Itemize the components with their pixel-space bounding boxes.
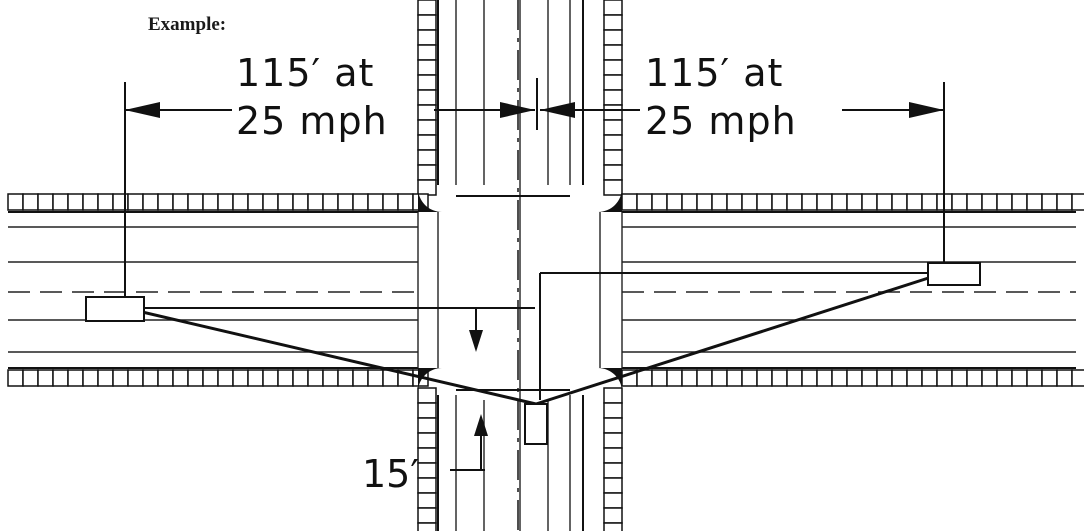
sidewalk-tiles-horizontal [621, 193, 1084, 211]
example-heading: Example: [148, 14, 226, 35]
intersection-box [417, 195, 623, 391]
dimension-lines [124, 78, 945, 471]
sidewalk-tiles-horizontal [7, 369, 429, 387]
horizontal-road-lines [8, 211, 1076, 369]
left-distance-line1: 115′ at [236, 51, 374, 95]
sidewalk-tiles-vertical [417, 0, 437, 196]
sidewalk-tiles-vertical [603, 0, 623, 196]
left-distance-label: 115′ at 25 mph [236, 51, 388, 143]
left-distance-line2: 25 mph [236, 99, 388, 143]
curb-ramps [418, 188, 622, 392]
sidewalk-tiles-vertical [417, 387, 437, 531]
right-distance-label: 115′ at 25 mph [645, 51, 797, 143]
center-detector-box [524, 403, 548, 445]
vertical-road-lines [437, 0, 584, 531]
sidewalk-tiles-vertical [603, 387, 623, 531]
offset-label: 15′ [362, 452, 419, 496]
left-detector-box [85, 296, 145, 322]
right-distance-line1: 115′ at [645, 51, 783, 95]
right-distance-line2: 25 mph [645, 99, 797, 143]
right-detector-box [927, 262, 981, 286]
sidewalk-tiles-horizontal [621, 369, 1084, 387]
sidewalk-tiles-horizontal [7, 193, 429, 211]
sight-lines [124, 271, 945, 406]
